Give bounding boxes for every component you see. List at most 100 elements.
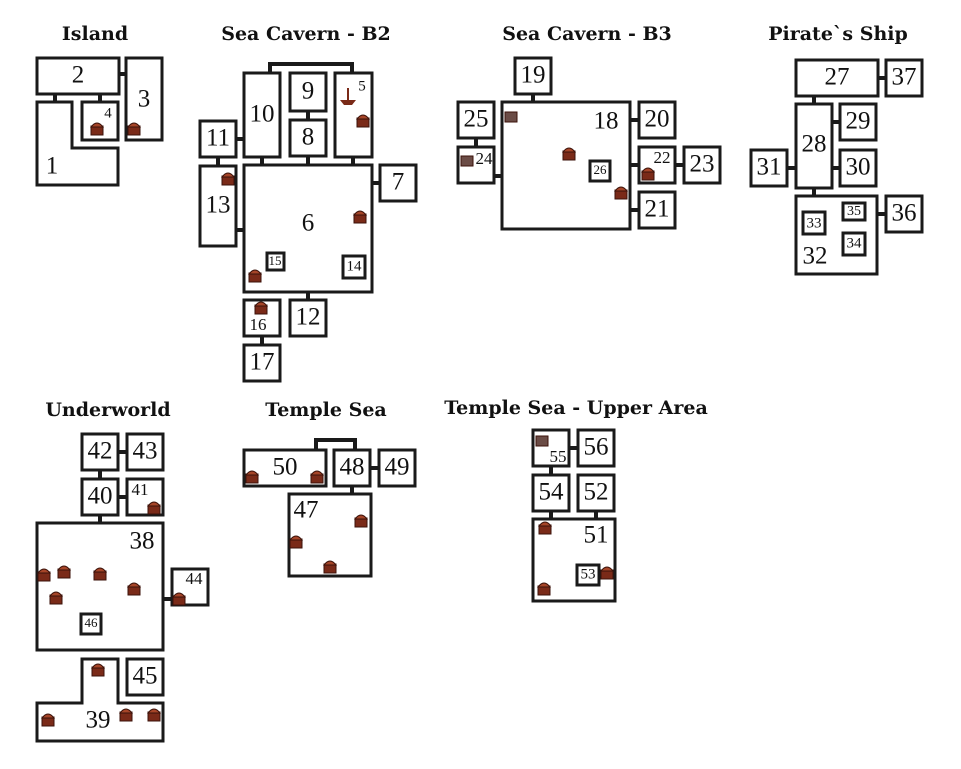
- room-label: 2: [72, 62, 85, 89]
- room-37[interactable]: [884, 58, 924, 98]
- room-label: 39: [86, 707, 111, 734]
- room-9[interactable]: [288, 71, 328, 113]
- room-label: 32: [803, 243, 828, 270]
- room-1[interactable]: [35, 100, 120, 187]
- chest-icon[interactable]: [89, 122, 105, 136]
- room-label: 56: [584, 434, 609, 461]
- area-underworld: Underworld 42 43 40 41 38 44 46 39 45: [35, 399, 210, 743]
- chest-icon[interactable]: [92, 567, 108, 581]
- chest-icon[interactable]: [146, 708, 162, 722]
- room-label: 14: [347, 258, 363, 274]
- chest-icon[interactable]: [322, 560, 338, 574]
- room-45[interactable]: [125, 657, 165, 697]
- chest-icon[interactable]: [353, 514, 369, 528]
- room-31[interactable]: [749, 148, 789, 188]
- room-label: 18: [594, 108, 619, 135]
- room-label: 23: [690, 151, 715, 178]
- room-43[interactable]: [125, 432, 165, 472]
- chest-icon[interactable]: [244, 470, 260, 484]
- room-25[interactable]: [456, 100, 496, 140]
- chest-icon[interactable]: [253, 301, 269, 315]
- room-label: 19: [521, 62, 546, 89]
- room-28[interactable]: [794, 102, 834, 190]
- room-15[interactable]: [265, 251, 286, 272]
- room-label: 52: [584, 479, 609, 506]
- room-label: 37: [892, 64, 917, 91]
- room-14[interactable]: [341, 254, 367, 280]
- area-title-sea-cavern-b2: Sea Cavern - B2: [221, 23, 391, 45]
- room-label: 46: [85, 615, 99, 630]
- room-2[interactable]: [35, 56, 121, 96]
- chest-icon[interactable]: [56, 565, 72, 579]
- room-label: 48: [340, 454, 365, 481]
- passage: [314, 438, 357, 450]
- chest-icon[interactable]: [640, 167, 656, 181]
- chest-icon[interactable]: [247, 269, 263, 283]
- room-11[interactable]: [198, 119, 238, 159]
- room-label: 16: [250, 315, 267, 334]
- room-label: 11: [206, 125, 230, 152]
- room-26[interactable]: [588, 159, 612, 183]
- chest-icon[interactable]: [537, 521, 553, 535]
- room-label: 53: [581, 566, 596, 582]
- room-33[interactable]: [801, 210, 827, 236]
- room-35[interactable]: [841, 201, 867, 222]
- opened-chest-icon[interactable]: [460, 155, 474, 167]
- ship-wheel-icon[interactable]: [340, 88, 356, 105]
- room-label: 43: [133, 438, 158, 465]
- chest-icon[interactable]: [599, 566, 615, 580]
- chest-icon[interactable]: [126, 122, 142, 136]
- room-label: 10: [250, 101, 275, 128]
- room-label: 5: [358, 78, 366, 94]
- chest-icon[interactable]: [90, 663, 106, 677]
- chest-icon[interactable]: [220, 172, 236, 186]
- room-12[interactable]: [288, 298, 328, 338]
- area-title-sea-cavern-b3: Sea Cavern - B3: [502, 23, 672, 45]
- room-label: 27: [825, 64, 850, 91]
- chest-icon[interactable]: [288, 535, 304, 549]
- room-label: 15: [269, 253, 282, 268]
- room-label: 6: [302, 210, 315, 237]
- chest-icon[interactable]: [118, 708, 134, 722]
- chest-icon[interactable]: [613, 186, 629, 200]
- opened-chest-icon[interactable]: [504, 111, 518, 123]
- room-19[interactable]: [513, 56, 553, 96]
- area-title-pirates-ship: Pirate`s Ship: [768, 23, 908, 45]
- room-34[interactable]: [841, 231, 867, 257]
- room-21[interactable]: [637, 190, 677, 230]
- room-23[interactable]: [682, 145, 722, 185]
- room-46[interactable]: [79, 612, 103, 636]
- chest-icon[interactable]: [561, 147, 577, 161]
- room-label: 17: [250, 349, 275, 376]
- chest-icon[interactable]: [309, 470, 325, 484]
- chest-icon[interactable]: [40, 713, 56, 727]
- chest-icon[interactable]: [171, 592, 187, 606]
- chest-icon[interactable]: [146, 501, 162, 515]
- room-36[interactable]: [884, 194, 924, 234]
- chest-icon[interactable]: [36, 568, 52, 582]
- room-label: 38: [130, 528, 155, 555]
- room-label: 42: [88, 438, 113, 465]
- room-label: 35: [847, 204, 861, 219]
- room-label: 7: [392, 169, 405, 196]
- room-10[interactable]: [242, 71, 282, 159]
- room-30[interactable]: [838, 148, 878, 188]
- room-label: 25: [464, 106, 489, 133]
- room-label: 4: [104, 105, 112, 121]
- room-label: 55: [550, 447, 567, 466]
- room-label: 33: [807, 215, 822, 231]
- area-title-temple-sea-upper: Temple Sea - Upper Area: [444, 397, 708, 419]
- chest-icon[interactable]: [48, 591, 64, 605]
- chest-icon[interactable]: [536, 582, 552, 596]
- chest-icon[interactable]: [352, 210, 368, 224]
- room-20[interactable]: [637, 100, 677, 140]
- opened-chest-icon[interactable]: [535, 435, 549, 447]
- room-label: 3: [138, 86, 151, 113]
- area-island: Island 2 3 1 4: [35, 23, 164, 187]
- room-53[interactable]: [575, 563, 601, 587]
- room-label: 40: [88, 483, 113, 510]
- room-5[interactable]: [333, 71, 374, 159]
- chest-icon[interactable]: [126, 582, 142, 596]
- chest-icon[interactable]: [355, 114, 371, 128]
- room-label: 9: [302, 78, 315, 105]
